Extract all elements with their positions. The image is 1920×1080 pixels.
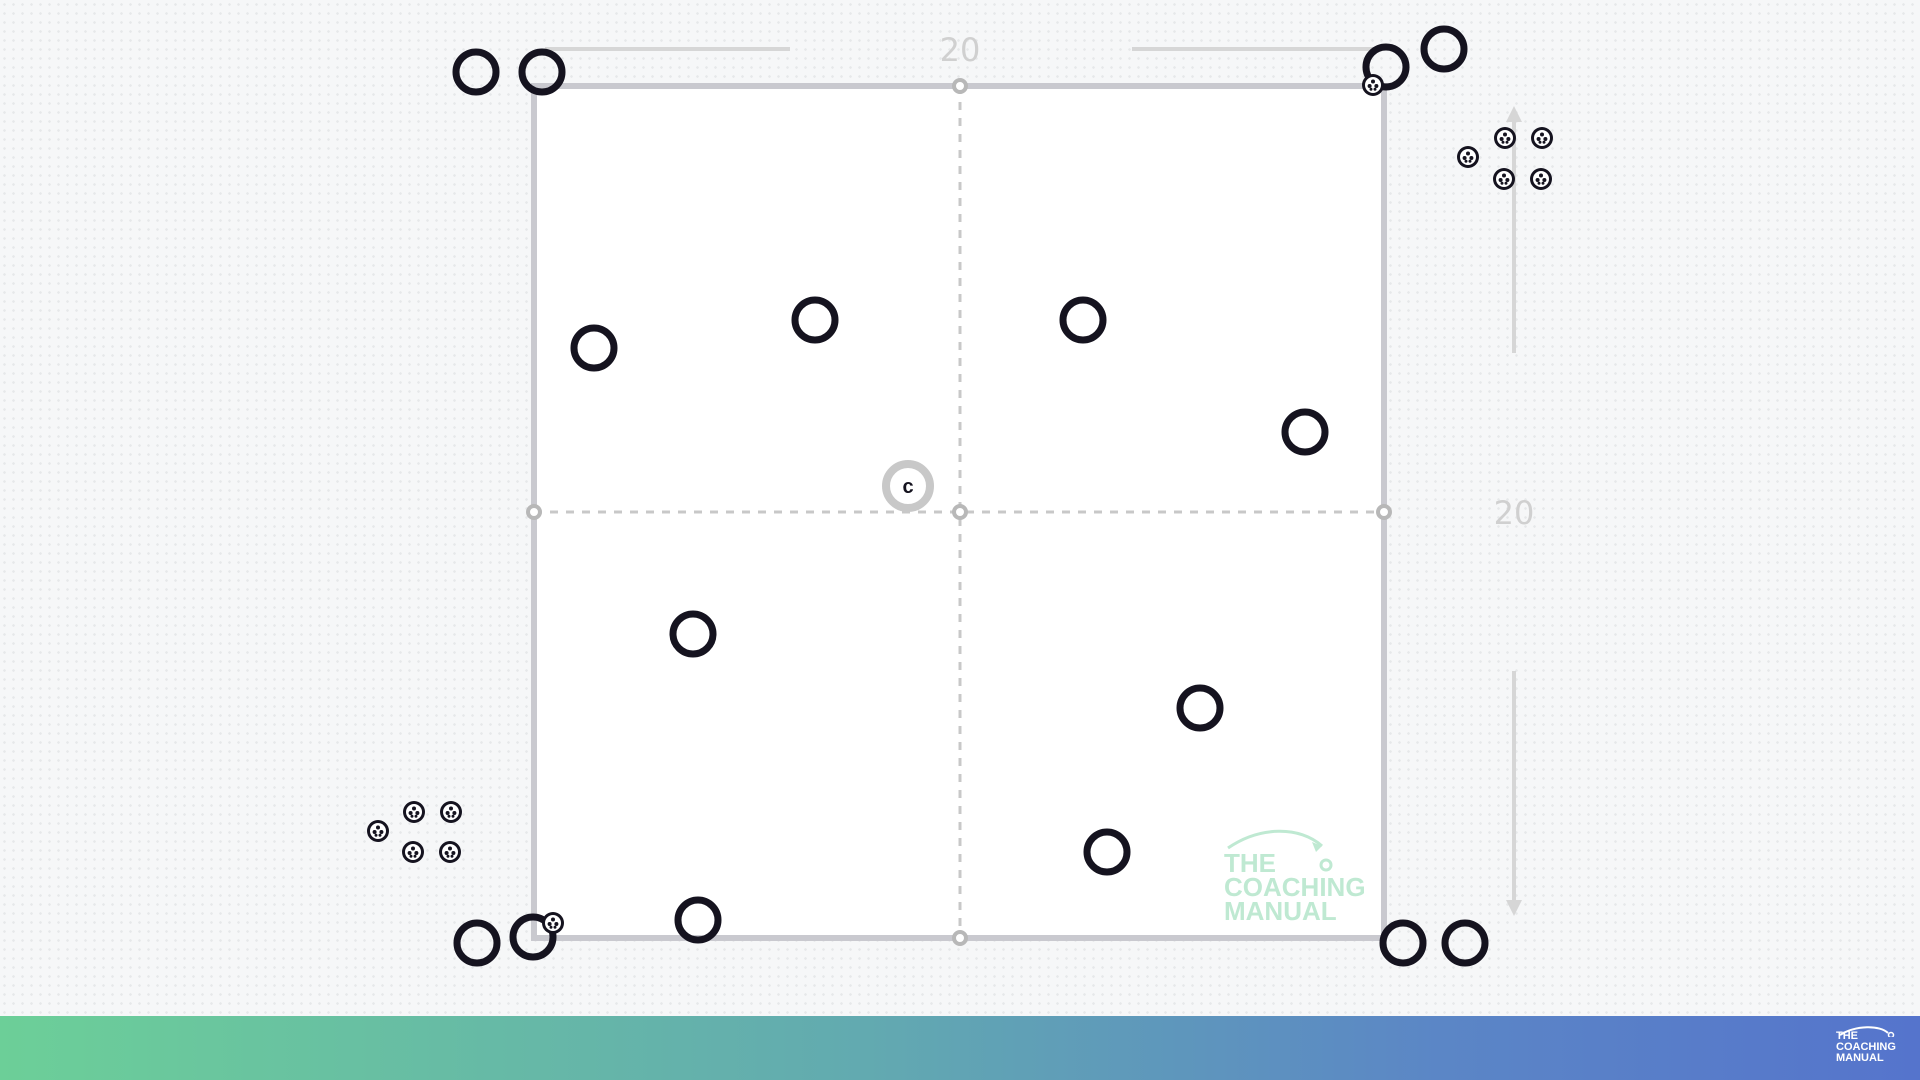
corner-marker-icon	[952, 930, 968, 946]
footer-logo: THE COACHING MANUAL	[1836, 1026, 1910, 1071]
footer-logo-line2: COACHING	[1836, 1041, 1896, 1053]
width-measure: 20	[545, 31, 1380, 69]
football-icon	[1493, 168, 1515, 190]
watermark-line1: THE	[1224, 848, 1276, 878]
player-ring-icon	[570, 324, 618, 372]
corner-marker-icon	[952, 78, 968, 94]
corner-marker-icon	[952, 504, 968, 520]
logo-ball-icon	[1319, 858, 1333, 872]
width-label: 20	[940, 31, 981, 69]
player-ring-icon	[669, 610, 717, 658]
ball-cluster-top-right	[1457, 127, 1553, 190]
player-ring-icon	[1281, 408, 1329, 456]
footer-bar	[0, 1016, 1920, 1080]
player-ring-icon	[1176, 684, 1224, 732]
player-ring-icon	[452, 48, 500, 96]
football-icon	[439, 841, 461, 863]
footer-logo-arc-icon	[1839, 1026, 1895, 1037]
height-label: 20	[1494, 494, 1535, 532]
football-icon	[402, 841, 424, 863]
football-icon	[542, 912, 564, 934]
football-icon	[1531, 127, 1553, 149]
football-icon	[1530, 168, 1552, 190]
player-ring-icon	[1083, 828, 1131, 876]
player-ring-icon	[1420, 25, 1468, 73]
player-ring-icon	[518, 48, 566, 96]
football-icon	[1362, 74, 1384, 96]
player-ring-icon	[1059, 296, 1107, 344]
corner-marker-icon	[1376, 504, 1392, 520]
watermark-logo: THE COACHING MANUAL	[1224, 829, 1366, 926]
watermark-line3: MANUAL	[1224, 896, 1337, 926]
ball-cluster-bottom-left	[367, 801, 462, 863]
football-icon	[440, 801, 462, 823]
footer-logo-line1: THE	[1836, 1030, 1858, 1042]
player-ring-icon	[1362, 43, 1410, 91]
football-icon	[403, 801, 425, 823]
watermark-line2: COACHING	[1224, 872, 1366, 902]
player-ring-icon	[674, 896, 722, 944]
football-icon	[1494, 127, 1516, 149]
arrow-up-icon	[1506, 106, 1522, 122]
height-measure: 20	[1494, 106, 1535, 916]
player-ring-icon	[1379, 919, 1427, 967]
football-icon	[1457, 146, 1479, 168]
player-ring-icon	[791, 296, 839, 344]
coach-label: c	[902, 476, 913, 498]
player-ring-icon	[509, 913, 557, 961]
logo-arrow-icon	[1312, 842, 1322, 852]
logo-arc-icon	[1227, 829, 1324, 850]
drill-diagram: 20 20 THE COACHING MANUAL	[367, 25, 1553, 967]
player-ring-icon	[1441, 919, 1489, 967]
corner-marker-icon	[526, 504, 542, 520]
football-icon	[367, 820, 389, 842]
player-ring-icon	[453, 919, 501, 967]
coach-icon: c	[882, 460, 934, 512]
footer-logo-line3: MANUAL	[1836, 1052, 1884, 1064]
arrow-down-icon	[1506, 900, 1522, 916]
